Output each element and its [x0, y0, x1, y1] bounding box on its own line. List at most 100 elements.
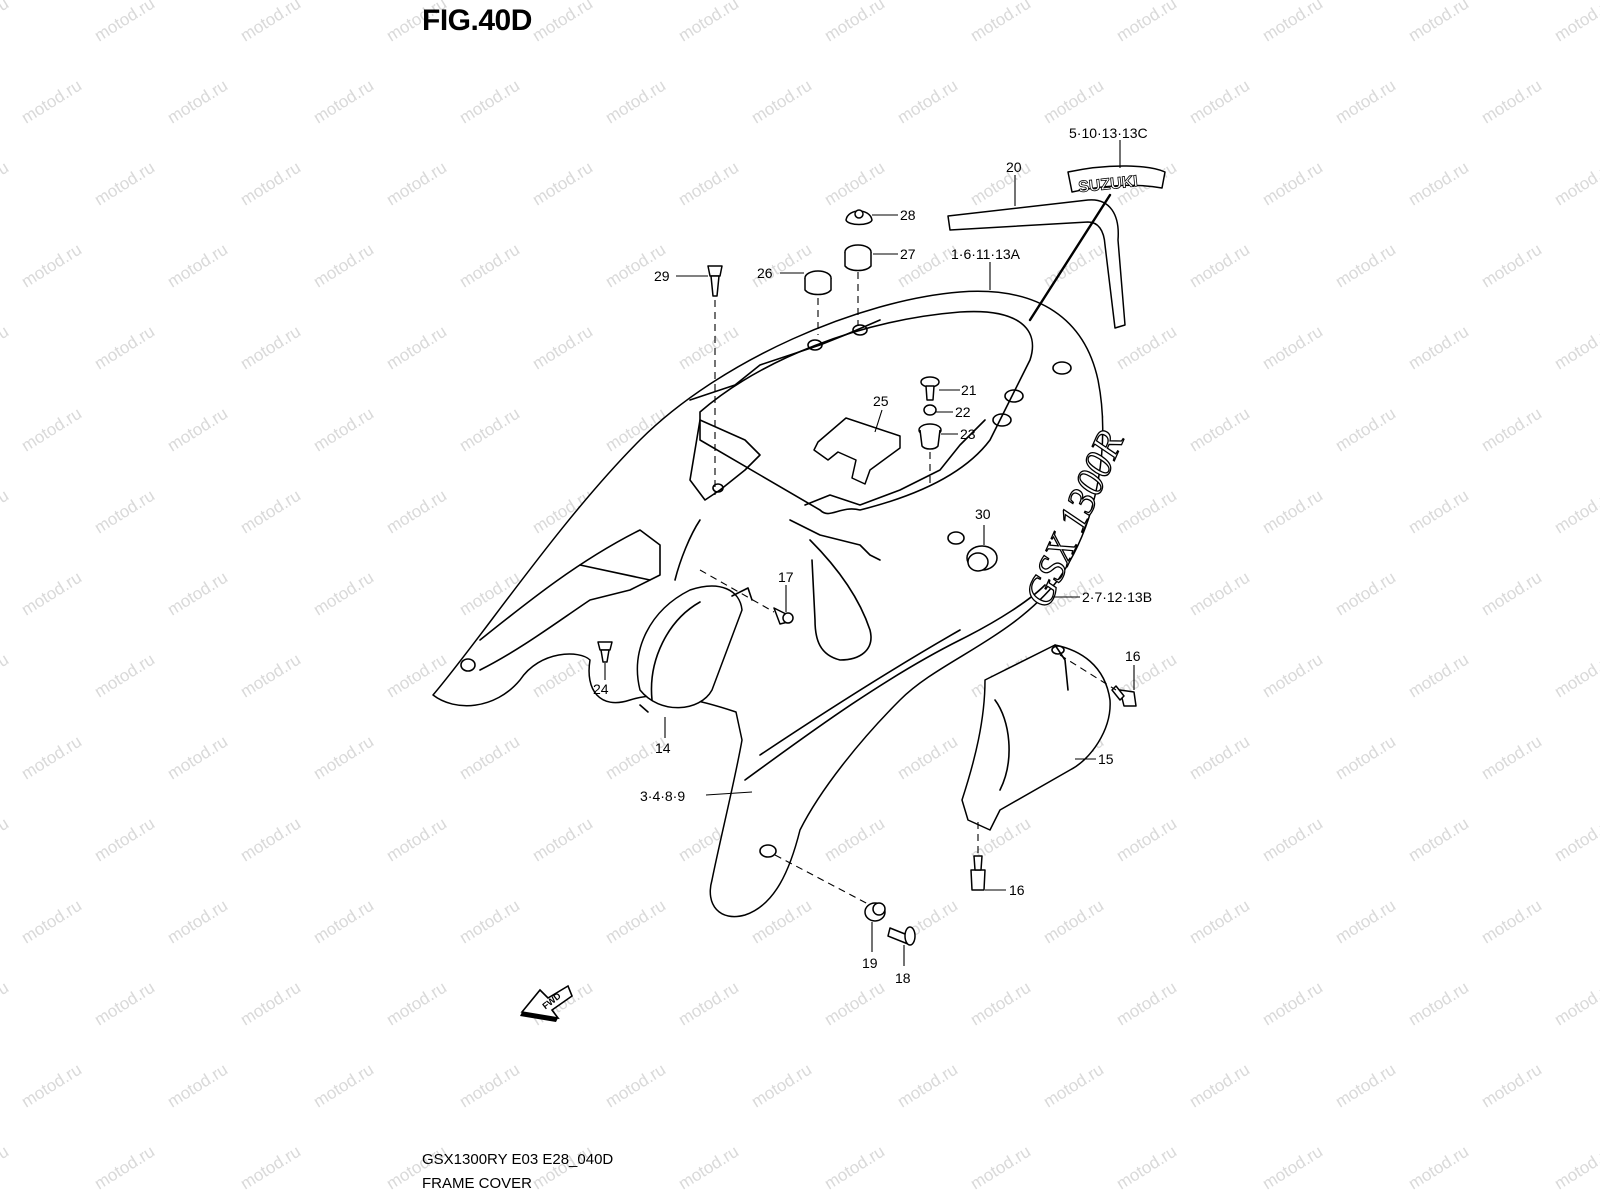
tail-cowl-outline: [432, 290, 1104, 918]
watermark-text: motod.ru: [1332, 896, 1399, 948]
watermark-text: motod.ru: [1040, 1060, 1107, 1112]
watermark-text: motod.ru: [18, 568, 85, 620]
watermark-text: motod.ru: [675, 1142, 742, 1194]
watermark-text: motod.ru: [0, 978, 12, 1030]
grommet-26: [804, 270, 832, 296]
cover-14: [636, 585, 753, 713]
watermark-text: motod.ru: [1478, 732, 1545, 784]
callout-15: 15: [1098, 751, 1114, 767]
watermark-text: motod.ru: [1478, 896, 1545, 948]
emblem-text: SUZUKI: [1078, 173, 1139, 196]
watermark-text: motod.ru: [383, 814, 450, 866]
watermark-text: motod.ru: [1478, 1060, 1545, 1112]
watermark-text: motod.ru: [91, 814, 158, 866]
watermark-text: motod.ru: [310, 568, 377, 620]
suzuki-emblem: SUZUKI: [1067, 165, 1166, 197]
watermark-text: motod.ru: [164, 404, 231, 456]
watermark-text: motod.ru: [1186, 76, 1253, 128]
watermark-text: motod.ru: [1405, 1142, 1472, 1194]
watermark-text: motod.ru: [1478, 404, 1545, 456]
watermark-text: motod.ru: [0, 486, 12, 538]
watermark-text: motod.ru: [1405, 0, 1472, 45]
side-panel-seam: [744, 584, 1046, 781]
watermark-text: motod.ru: [1040, 240, 1107, 292]
watermark-text: motod.ru: [1113, 1142, 1180, 1194]
watermark-text: motod.ru: [18, 1060, 85, 1112]
callout-16-upper: 16: [1125, 648, 1141, 664]
watermark-text: motod.ru: [0, 814, 12, 866]
bolt-18: [887, 926, 916, 946]
watermark-text: motod.ru: [91, 486, 158, 538]
cushion-23: [918, 423, 942, 450]
callout-16-lower: 16: [1009, 882, 1025, 898]
watermark-text: motod.ru: [91, 158, 158, 210]
grommet-19: [864, 902, 886, 922]
drawing-name: FRAME COVER: [422, 1175, 533, 1192]
watermark-text: motod.ru: [18, 404, 85, 456]
watermark-text: motod.ru: [456, 240, 523, 292]
figure-title: FIG.40D: [422, 4, 532, 37]
watermark-text: motod.ru: [1405, 322, 1472, 374]
callout-21: 21: [961, 382, 977, 398]
watermark-text: motod.ru: [675, 0, 742, 45]
mount-hole: [460, 658, 476, 672]
fwd-arrow: FWD: [520, 984, 573, 1022]
watermark-text: motod.ru: [164, 732, 231, 784]
watermark-text: motod.ru: [1551, 650, 1600, 702]
watermark-text: motod.ru: [529, 158, 596, 210]
watermark-text: motod.ru: [1405, 486, 1472, 538]
bracket-25: [813, 417, 901, 485]
watermark-text: motod.ru: [1405, 978, 1472, 1030]
watermark-text: motod.ru: [91, 0, 158, 45]
watermark-text: motod.ru: [1259, 978, 1326, 1030]
mount-hole: [947, 531, 965, 545]
callout-22: 22: [955, 404, 971, 420]
mount-hole: [992, 413, 1012, 427]
callout-26: 26: [757, 265, 773, 281]
watermark-text: motod.ru: [0, 650, 12, 702]
watermark-text: motod.ru: [383, 322, 450, 374]
watermark-text: motod.ru: [894, 76, 961, 128]
watermark-text: motod.ru: [91, 978, 158, 1030]
watermark-text: motod.ru: [1113, 978, 1180, 1030]
callout-20: 20: [1006, 159, 1022, 175]
grommet-30: [966, 545, 998, 572]
watermark-text: motod.ru: [1259, 814, 1326, 866]
watermark-text: motod.ru: [0, 158, 12, 210]
watermark-text: motod.ru: [894, 1060, 961, 1112]
watermark-text: motod.ru: [18, 76, 85, 128]
watermark-text: motod.ru: [456, 76, 523, 128]
watermark-text: motod.ru: [675, 158, 742, 210]
watermark-text: motod.ru: [0, 1142, 12, 1194]
watermark-text: motod.ru: [1551, 322, 1600, 374]
watermark-text: motod.ru: [967, 1142, 1034, 1194]
watermark-text: motod.ru: [1551, 158, 1600, 210]
watermark-text: motod.ru: [967, 0, 1034, 45]
watermark-text: motod.ru: [1551, 486, 1600, 538]
cushion-28: [845, 209, 873, 226]
callout-labels: 5·10·13·13C 20 28 27 26 29 1·6·11·13A 21…: [593, 125, 1152, 986]
watermark-text: motod.ru: [310, 404, 377, 456]
watermark-text: motod.ru: [821, 1142, 888, 1194]
watermark-text: motod.ru: [164, 1060, 231, 1112]
watermark-text: motod.ru: [18, 896, 85, 948]
watermark-text: motod.ru: [1259, 158, 1326, 210]
watermark-text: motod.ru: [1478, 76, 1545, 128]
watermark-text: motod.ru: [1040, 76, 1107, 128]
watermark-text: motod.ru: [1332, 76, 1399, 128]
watermark-text: motod.ru: [1405, 650, 1472, 702]
mount-hole: [1004, 389, 1024, 403]
callout-24: 24: [593, 681, 609, 697]
watermark-text: motod.ru: [1040, 896, 1107, 948]
watermark-text: motod.ru: [237, 814, 304, 866]
watermark-text: motod.ru: [967, 978, 1034, 1030]
watermark-text: motod.ru: [18, 240, 85, 292]
watermark-text: motod.ru: [602, 896, 669, 948]
watermark-text: motod.ru: [383, 158, 450, 210]
callout-19: 19: [862, 955, 878, 971]
watermark-text: motod.ru: [1259, 486, 1326, 538]
watermark-text: motod.ru: [0, 0, 12, 45]
watermark-text: motod.ru: [310, 240, 377, 292]
side-cover-15: [961, 644, 1111, 831]
watermark-text: motod.ru: [456, 404, 523, 456]
